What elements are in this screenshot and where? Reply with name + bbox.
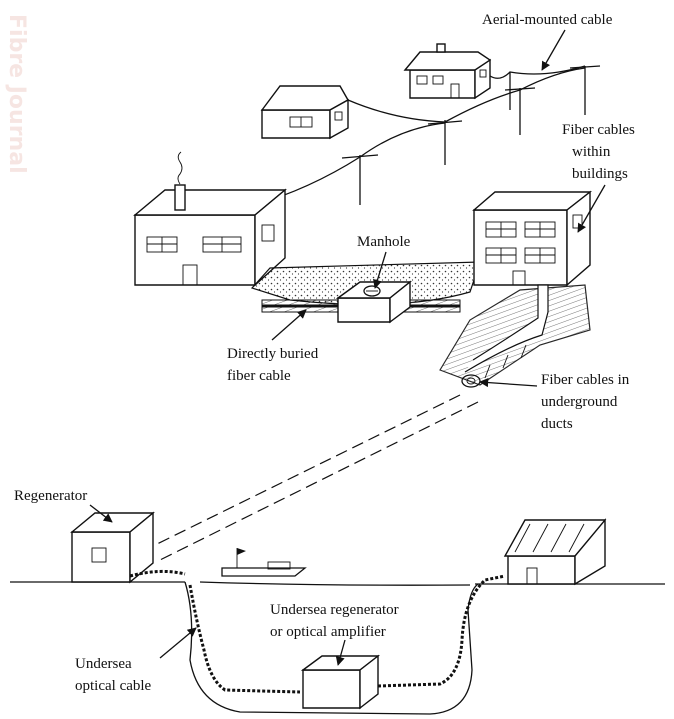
label-undersea-cable-1: Undersea (75, 656, 132, 672)
label-in-buildings-3: buildings (572, 166, 628, 182)
label-buried-1: Directly buried (227, 346, 319, 362)
svg-text:Fibre Journal: Fibre Journal (4, 14, 29, 174)
office-building-right (474, 192, 590, 285)
label-undersea-cable-2: optical cable (75, 678, 152, 694)
house-far (405, 44, 490, 98)
regenerator-box (72, 513, 153, 582)
watermark: Fibre Journal (4, 14, 29, 174)
shore-building (505, 520, 605, 584)
label-buried-2: fiber cable (227, 368, 291, 384)
label-ducts-3: ducts (541, 416, 573, 432)
label-in-buildings-1: Fiber cables (562, 122, 635, 138)
label-undersea-regen-2: or optical amplifier (270, 624, 386, 640)
label-aerial-cable: Aerial-mounted cable (482, 12, 613, 28)
ship (222, 548, 305, 576)
office-building-left (135, 152, 285, 285)
dashed-link (155, 395, 478, 560)
label-undersea-regen-1: Undersea regenerator (270, 602, 399, 618)
label-ducts-1: Fiber cables in (541, 372, 630, 388)
label-ducts-2: underground (541, 394, 618, 410)
label-manhole: Manhole (357, 234, 411, 250)
label-in-buildings-2: within (572, 144, 611, 160)
house-mid (262, 86, 348, 138)
label-regenerator: Regenerator (14, 488, 87, 504)
undersea-regenerator (303, 656, 378, 708)
